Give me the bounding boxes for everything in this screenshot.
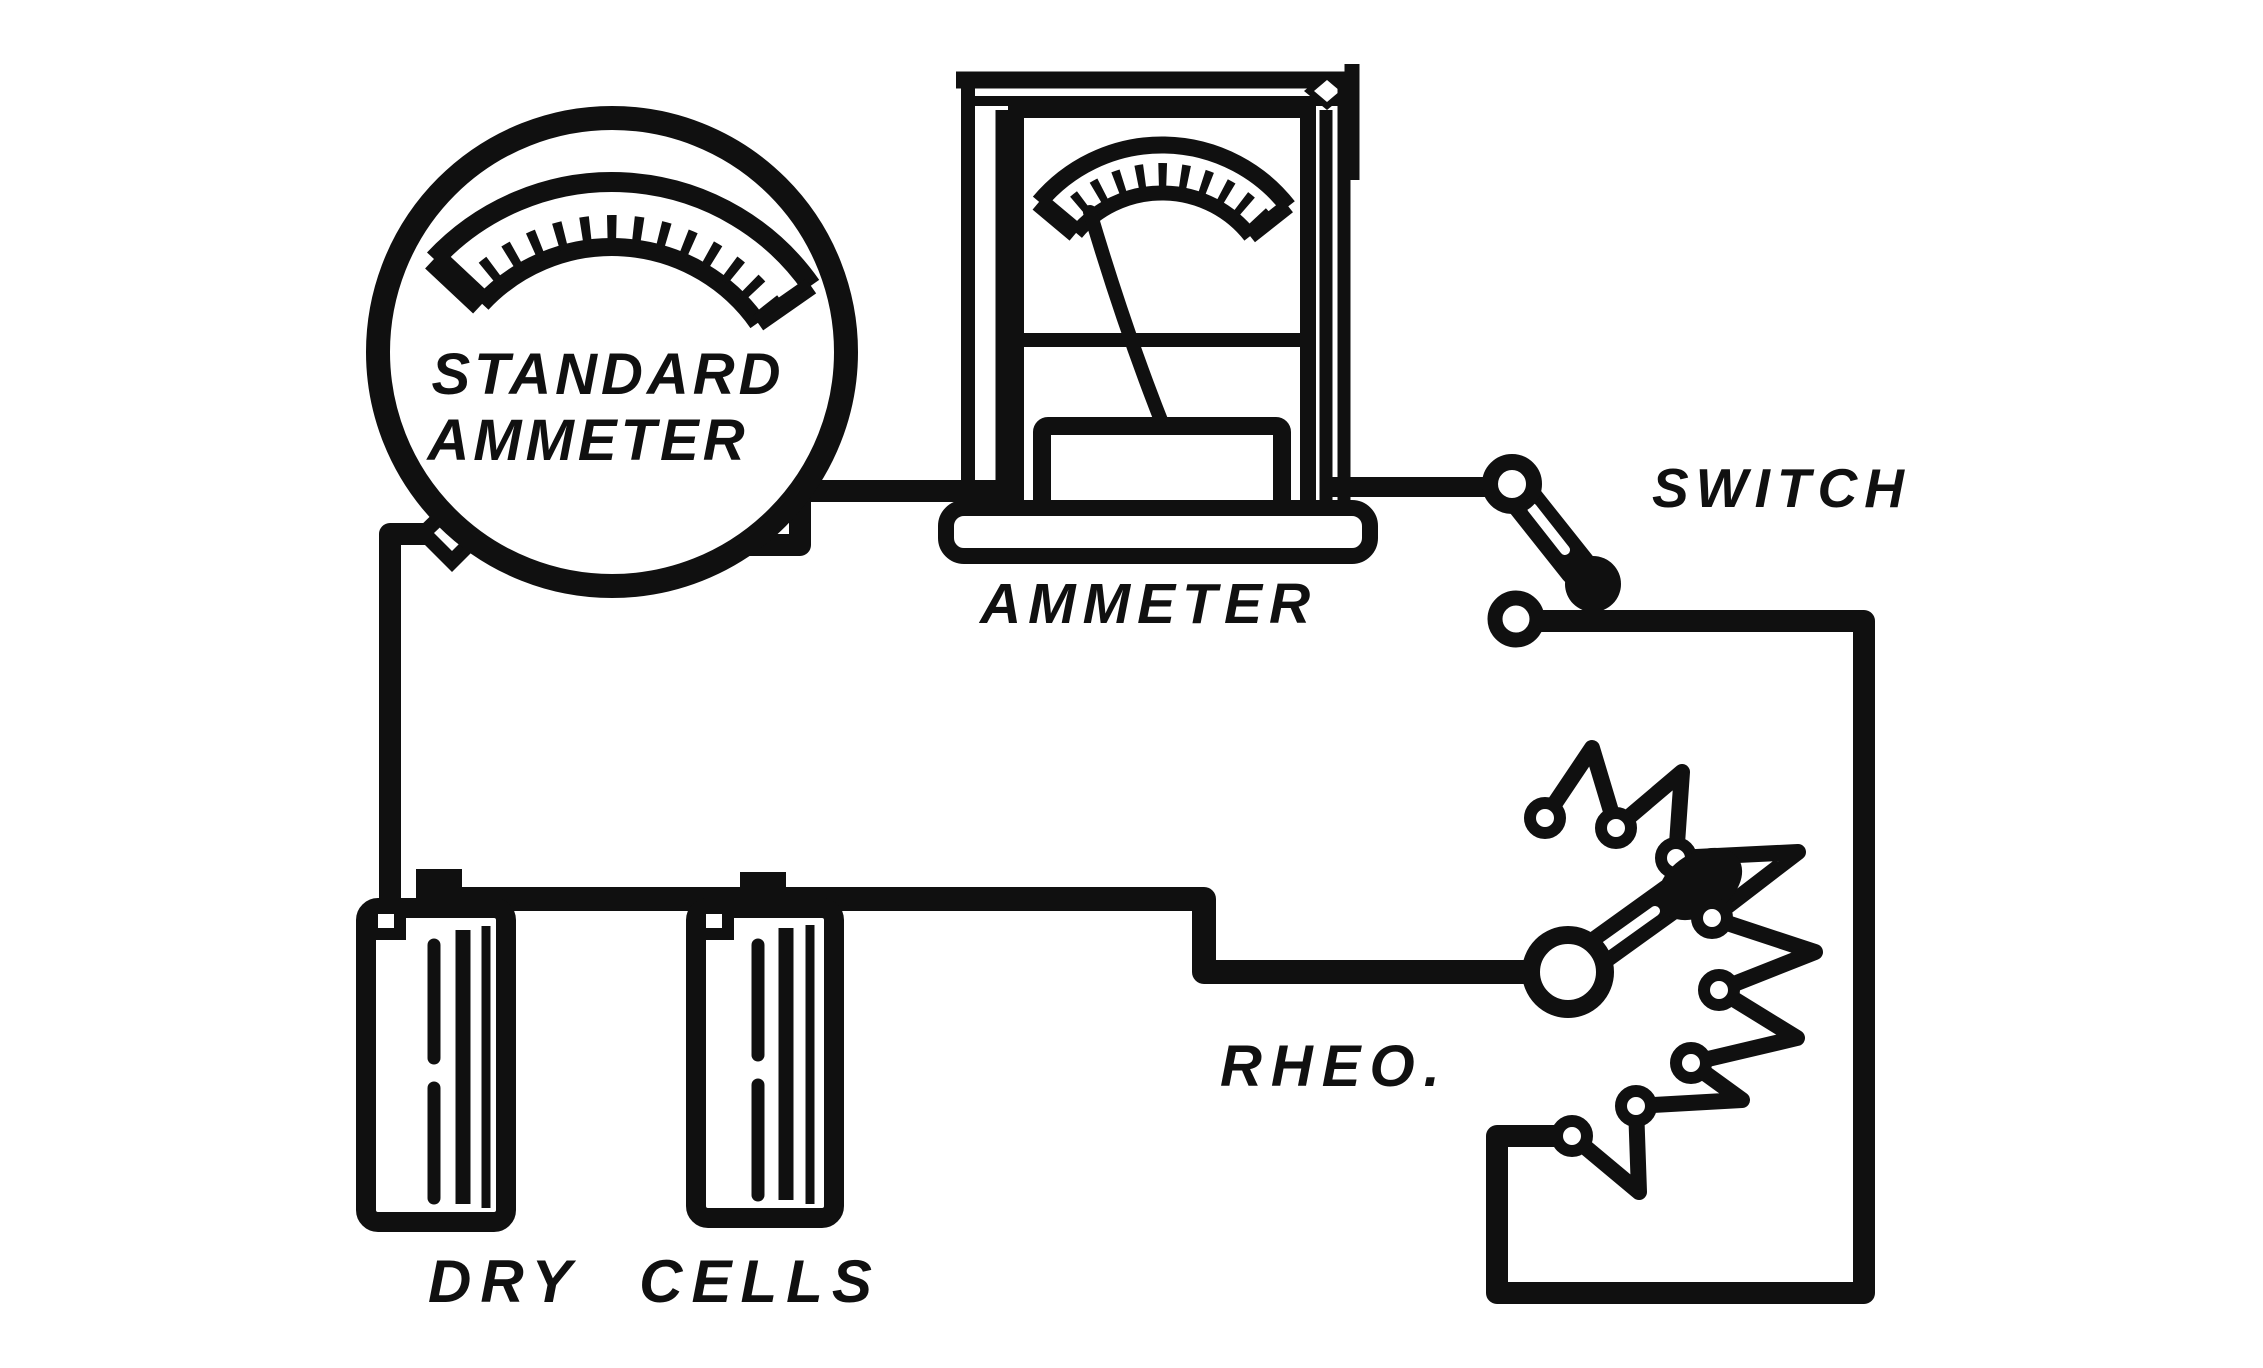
cell-body bbox=[686, 898, 844, 1228]
scale-tick-marks bbox=[1053, 163, 1274, 233]
rheostat: RHEO. bbox=[1220, 740, 1823, 1200]
scale-end-cap-right bbox=[752, 278, 817, 331]
scale-end-cap-left bbox=[1032, 194, 1083, 241]
standard-ammeter-label-line1: STANDARD bbox=[431, 342, 784, 407]
dry-cells: DRY CELLS bbox=[356, 869, 881, 1315]
switch-label: SWITCH bbox=[1652, 457, 1911, 519]
meter-needle bbox=[1083, 205, 1171, 435]
switch-pivot bbox=[1482, 454, 1542, 514]
meter-case bbox=[366, 106, 858, 598]
rheostat-stud bbox=[1698, 969, 1740, 1011]
rheostat-knob bbox=[1522, 926, 1614, 1018]
cell-body bbox=[356, 898, 516, 1232]
stand-base bbox=[938, 500, 1378, 564]
scale-end-cap-left bbox=[425, 249, 491, 314]
switch-open-contact bbox=[1487, 590, 1545, 648]
wire-switch-to-rheostat bbox=[1486, 610, 1875, 1304]
switch-lever-slot bbox=[1527, 503, 1570, 555]
rheostat-label: RHEO. bbox=[1220, 1034, 1449, 1099]
rheostat-stud bbox=[1691, 897, 1733, 939]
rheostat-stud bbox=[1595, 807, 1637, 849]
dry-cell-1 bbox=[356, 869, 516, 1232]
switch-lever-knob bbox=[1565, 556, 1621, 612]
scale-outer-arc bbox=[1032, 136, 1295, 212]
rheostat-stud bbox=[1615, 1085, 1657, 1127]
stand-top-bar-arrow-hole bbox=[1314, 80, 1340, 102]
dial-scale bbox=[425, 172, 820, 331]
coil-box bbox=[1033, 417, 1291, 521]
panel-ammeter-label: AMMETER bbox=[978, 572, 1317, 636]
dry-cells-label: DRY CELLS bbox=[428, 1248, 881, 1315]
dry-cell-2 bbox=[686, 872, 844, 1228]
rheostat-arm-slot bbox=[1601, 906, 1660, 951]
scale-end-cap-right bbox=[1245, 199, 1293, 243]
rheostat-stud bbox=[1670, 1042, 1712, 1084]
standard-ammeter-label-line2: AMMETER bbox=[425, 408, 748, 473]
rheostat-stud bbox=[1551, 1115, 1593, 1157]
panel-ammeter: AMMETER bbox=[938, 64, 1378, 636]
scale-outer-arc bbox=[426, 172, 820, 292]
switch: SWITCH bbox=[1482, 454, 1911, 648]
standard-ammeter: STANDARD AMMETER bbox=[366, 106, 858, 598]
cell-terminal-zinc bbox=[366, 902, 406, 940]
rheostat-stud bbox=[1524, 797, 1566, 839]
cell-terminal-zinc bbox=[694, 902, 734, 940]
wire-meter-to-cell bbox=[379, 523, 447, 923]
wire-cells-to-rheostat bbox=[430, 887, 1550, 984]
scale-inner-arc bbox=[475, 238, 766, 329]
rheostat-resistance-zigzag bbox=[1537, 740, 1823, 1200]
